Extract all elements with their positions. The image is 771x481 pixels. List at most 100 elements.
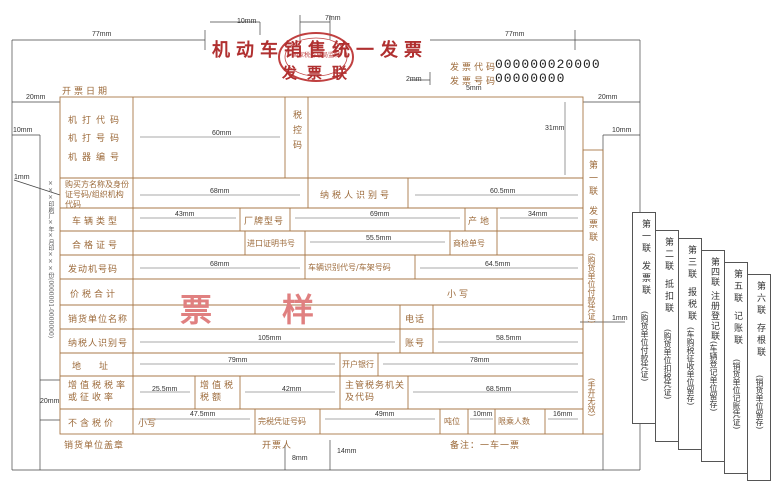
copy-5-title: 第五联 记账联 [732, 269, 742, 347]
copy-4-title: 第四联 注册登记联 [709, 257, 719, 341]
dim-42mm: 42mm [282, 386, 302, 393]
dim-69mm: 69mm [370, 211, 390, 218]
copy-tab-4: 第四联 注册登记联 (车辆登记单位留存) [701, 250, 725, 462]
copy-6-title: 第六联 存根联 [755, 281, 765, 359]
dim-7mm: 7mm [325, 15, 341, 22]
dim-77mm-right: 77mm [505, 31, 525, 38]
label-import-cert: 进口证明书号 [247, 239, 295, 248]
label-price-tax-total: 价税合计 [70, 290, 119, 300]
dim-20mm-left: 20mm [26, 94, 46, 101]
label-vat-rate: 增值税税率或征收率 [68, 381, 129, 403]
label-buyer-name: 购买方名称及身份证号码/组织机构代码 [65, 180, 129, 209]
label-vehicle-type: 车辆类型 [72, 217, 121, 227]
dim-14mm: 14mm [337, 448, 357, 455]
label-bank: 开户银行 [342, 360, 374, 369]
label-origin: 产地 [468, 217, 493, 227]
label-issuer: 开票人 [262, 441, 293, 451]
copy-2-title: 第二联 抵扣联 [663, 237, 673, 315]
label-machine-id: 机器编号 [68, 153, 125, 163]
dim-10mm-left: 10mm [13, 127, 33, 134]
label-phone: 电话 [405, 315, 426, 325]
dim-10mm-top: 10mm [237, 18, 257, 25]
invoice-title: 机动车销售统一发票 [212, 40, 428, 61]
dim-20mm-right: 20mm [598, 94, 618, 101]
label-taxpayer-id: 纳税人识别号 [320, 191, 393, 201]
copy-5-note: (销货单位记账凭证) [732, 359, 741, 430]
copy-tab-6: 第六联 存根联 (销货单位留存) [747, 274, 771, 481]
dim-43mm: 43mm [175, 211, 195, 218]
dim-55-5mm: 55.5mm [366, 235, 392, 242]
label-address: 地址 [72, 362, 127, 372]
label-tax-authority: 主管税务机关及代码 [345, 381, 406, 403]
label-pre-tax-price: 不含税价 [68, 419, 117, 429]
dim-31mm: 31mm [545, 125, 565, 132]
label-machine-number: 机打号码 [68, 134, 125, 144]
label-tax-control: 税控码 [291, 110, 301, 155]
copy-tab-2: 第二联 抵扣联 (购货单位扣税凭证) [655, 230, 679, 442]
label-lowercase-small: 小写 [138, 419, 157, 429]
copy-tab-3: 第三联 报税联 (车购税征收单位留存) [678, 238, 702, 450]
number-value: 00000000 [495, 71, 566, 86]
label-engine-no: 发动机号码 [68, 265, 119, 275]
label-tonnage: 吨位 [444, 417, 460, 426]
dim-5mm: 5mm [466, 85, 482, 92]
dim-68-5mm: 68.5mm [486, 386, 512, 393]
copy-1-note: (购货单位付款凭证) [640, 311, 649, 382]
dim-1mm-right: 1mm [612, 315, 628, 322]
copy-4-note: (车辆登记单位留存) [709, 341, 718, 412]
label-brand-model: 厂牌型号 [244, 217, 285, 227]
label-remark: 备注：一车一票 [450, 441, 521, 451]
copy-tabs: 第一联 发票联 (购货单位付款凭证) 第二联 抵扣联 (购货单位扣税凭证) 第三… [630, 210, 771, 481]
copy-3-title: 第三联 报税联 [686, 245, 696, 323]
dim-77mm-left: 77mm [92, 31, 112, 38]
dim-25-5mm: 25.5mm [152, 386, 178, 393]
right-strip-handwritten: (手开无效) [587, 378, 596, 417]
copy-tab-1: 第一联 发票联 (购货单位付款凭证) [632, 212, 656, 424]
dim-8mm: 8mm [292, 455, 308, 462]
dim-1mm-left: 1mm [14, 174, 30, 181]
label-seller-taxpayer-id: 纳税人识别号 [68, 339, 129, 349]
copy-1-title: 第一联 发票联 [640, 219, 650, 297]
dim-58-5mm: 58.5mm [496, 335, 522, 342]
right-strip-part: 第一联 发票联 [587, 160, 597, 245]
label-vat-amount: 增值税税额 [200, 381, 237, 403]
copy-tab-5: 第五联 记账联 (销货单位记账凭证) [724, 262, 748, 474]
issue-date-label: 开票日期 [62, 87, 111, 97]
dim-68mm-a: 68mm [210, 188, 230, 195]
dim-10mm-b: 10mm [473, 411, 493, 418]
dim-60-5mm: 60.5mm [490, 188, 516, 195]
invoice-subtitle: 发票联 [282, 64, 358, 82]
dim-79mm: 79mm [228, 357, 248, 364]
right-strip-note: (购货单位付款凭证) [587, 253, 596, 324]
label-account-no: 账号 [405, 339, 426, 349]
dim-49mm: 49mm [375, 411, 395, 418]
printer-note: ×××印刷厂×年×月印×××份(0000001-0000000) [47, 180, 54, 339]
copy-2-note: (购货单位扣税凭证) [663, 329, 672, 400]
dim-34mm: 34mm [528, 211, 548, 218]
label-inspection-no: 商检单号 [453, 239, 485, 248]
dim-78mm: 78mm [470, 357, 490, 364]
dim-60mm: 60mm [212, 130, 232, 137]
label-machine-code: 机打代码 [68, 116, 125, 126]
dim-64-5mm: 64.5mm [485, 261, 511, 268]
dim-20mm-bottom: 20mm [40, 398, 60, 405]
seal-text: 国家税务总局监制 [292, 52, 341, 59]
dim-16mm: 16mm [553, 411, 573, 418]
label-tax-cert-no: 完税凭证号码 [258, 417, 306, 426]
number-label: 发票号码 [450, 77, 499, 87]
official-seal [278, 32, 354, 82]
label-seller-seal: 销货单位盖章 [64, 441, 125, 451]
sample-stamp: 票样 [180, 291, 385, 329]
label-seller-name: 销货单位名称 [68, 315, 129, 325]
dim-47-5mm: 47.5mm [190, 411, 216, 418]
label-passenger-limit: 限乘人数 [498, 417, 530, 426]
dim-10mm-right: 10mm [612, 127, 632, 134]
label-vin: 车辆识别代号/车架号码 [308, 263, 391, 272]
label-lowercase: 小写 [447, 290, 472, 300]
code-label: 发票代码 [450, 63, 499, 73]
code-value: 000000020000 [495, 57, 601, 72]
label-certificate-no: 合格证号 [72, 241, 121, 251]
copy-3-note: (车购税征收单位留存) [686, 327, 695, 406]
dim-105mm: 105mm [258, 335, 282, 342]
